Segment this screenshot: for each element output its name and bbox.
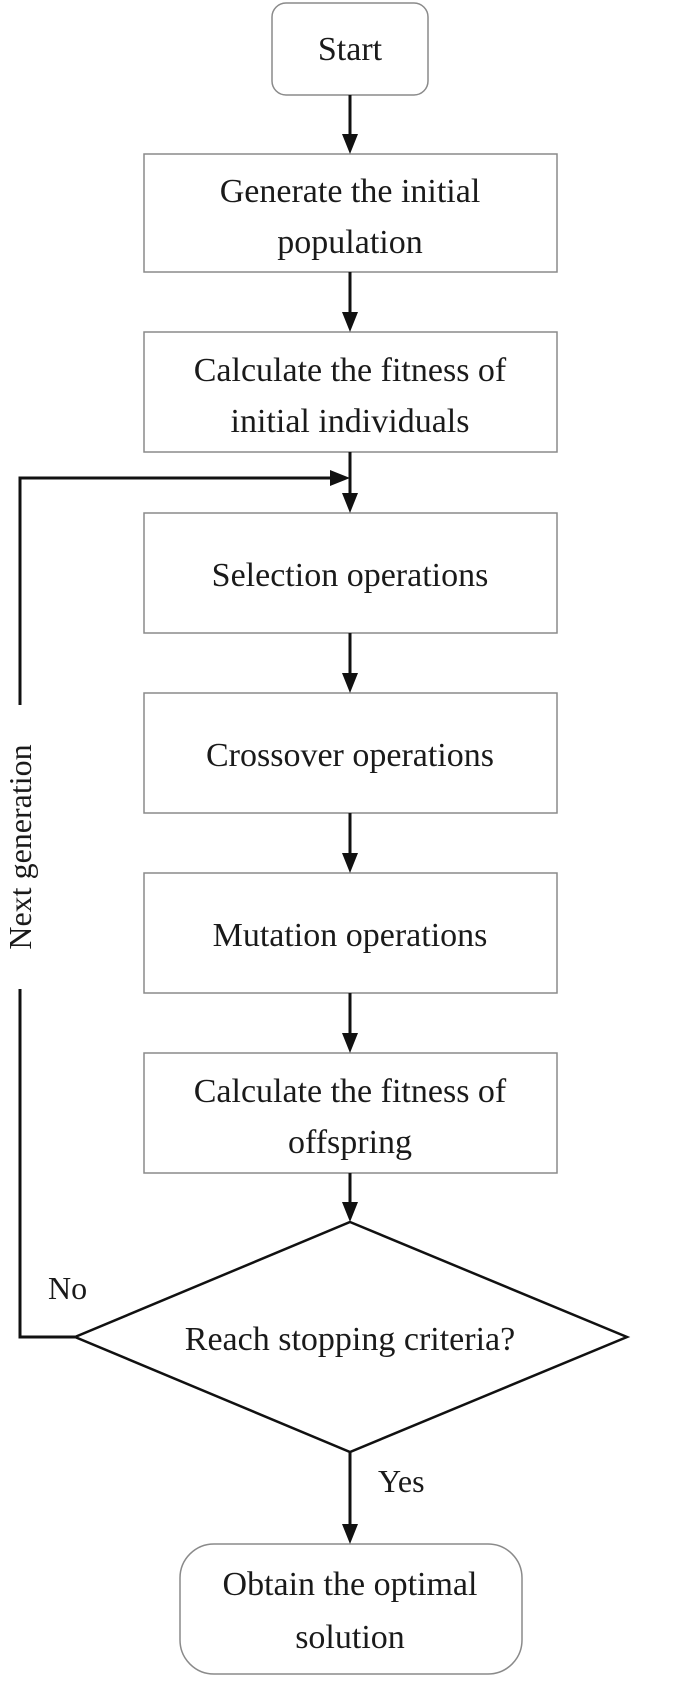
arrow-fitness-offspring-to-decision — [342, 1173, 358, 1222]
generate-population-label-line1: Generate the initial — [220, 173, 481, 210]
fitness-initial-label-line2: initial individuals — [231, 403, 470, 440]
start-node: Start — [271, 2, 429, 96]
arrow-generate-to-fitness — [342, 272, 358, 332]
start-label: Start — [318, 31, 383, 68]
crossover-label: Crossover operations — [206, 737, 494, 774]
decision-label: Reach stopping criteria? — [185, 1321, 515, 1358]
decision-diamond: Reach stopping criteria? — [71, 1220, 631, 1454]
next-generation-label: Next generation — [2, 744, 38, 949]
end-node: Obtain the optimal solution — [179, 1543, 523, 1675]
fitness-offspring-label-line2: offspring — [288, 1124, 412, 1161]
mutation-label: Mutation operations — [213, 917, 488, 954]
end-label-line2: solution — [295, 1619, 405, 1656]
generate-population-label-line2: population — [277, 224, 422, 261]
arrow-fitness-to-selection — [342, 452, 358, 513]
arrow-mutation-to-fitness-offspring — [342, 993, 358, 1053]
fitness-offspring-box: Calculate the fitness of offspring — [143, 1052, 558, 1174]
mutation-box: Mutation operations — [143, 872, 558, 994]
fitness-initial-label-line1: Calculate the fitness of — [194, 352, 507, 389]
selection-box: Selection operations — [143, 512, 558, 634]
crossover-box: Crossover operations — [143, 692, 558, 814]
end-label-line1: Obtain the optimal — [223, 1566, 478, 1603]
fitness-initial-box: Calculate the fitness of initial individ… — [143, 331, 558, 453]
yes-label: Yes — [378, 1463, 425, 1499]
selection-label: Selection operations — [212, 557, 489, 594]
arrow-crossover-to-mutation — [342, 813, 358, 873]
arrow-selection-to-crossover — [342, 633, 358, 693]
no-label: No — [48, 1270, 87, 1306]
next-generation-label-group: Next generation — [2, 705, 38, 989]
arrow-start-to-generate — [342, 95, 358, 154]
fitness-offspring-label-line1: Calculate the fitness of — [194, 1073, 507, 1110]
arrow-decision-to-end — [342, 1452, 358, 1544]
generate-population-box: Generate the initial population — [143, 153, 558, 273]
